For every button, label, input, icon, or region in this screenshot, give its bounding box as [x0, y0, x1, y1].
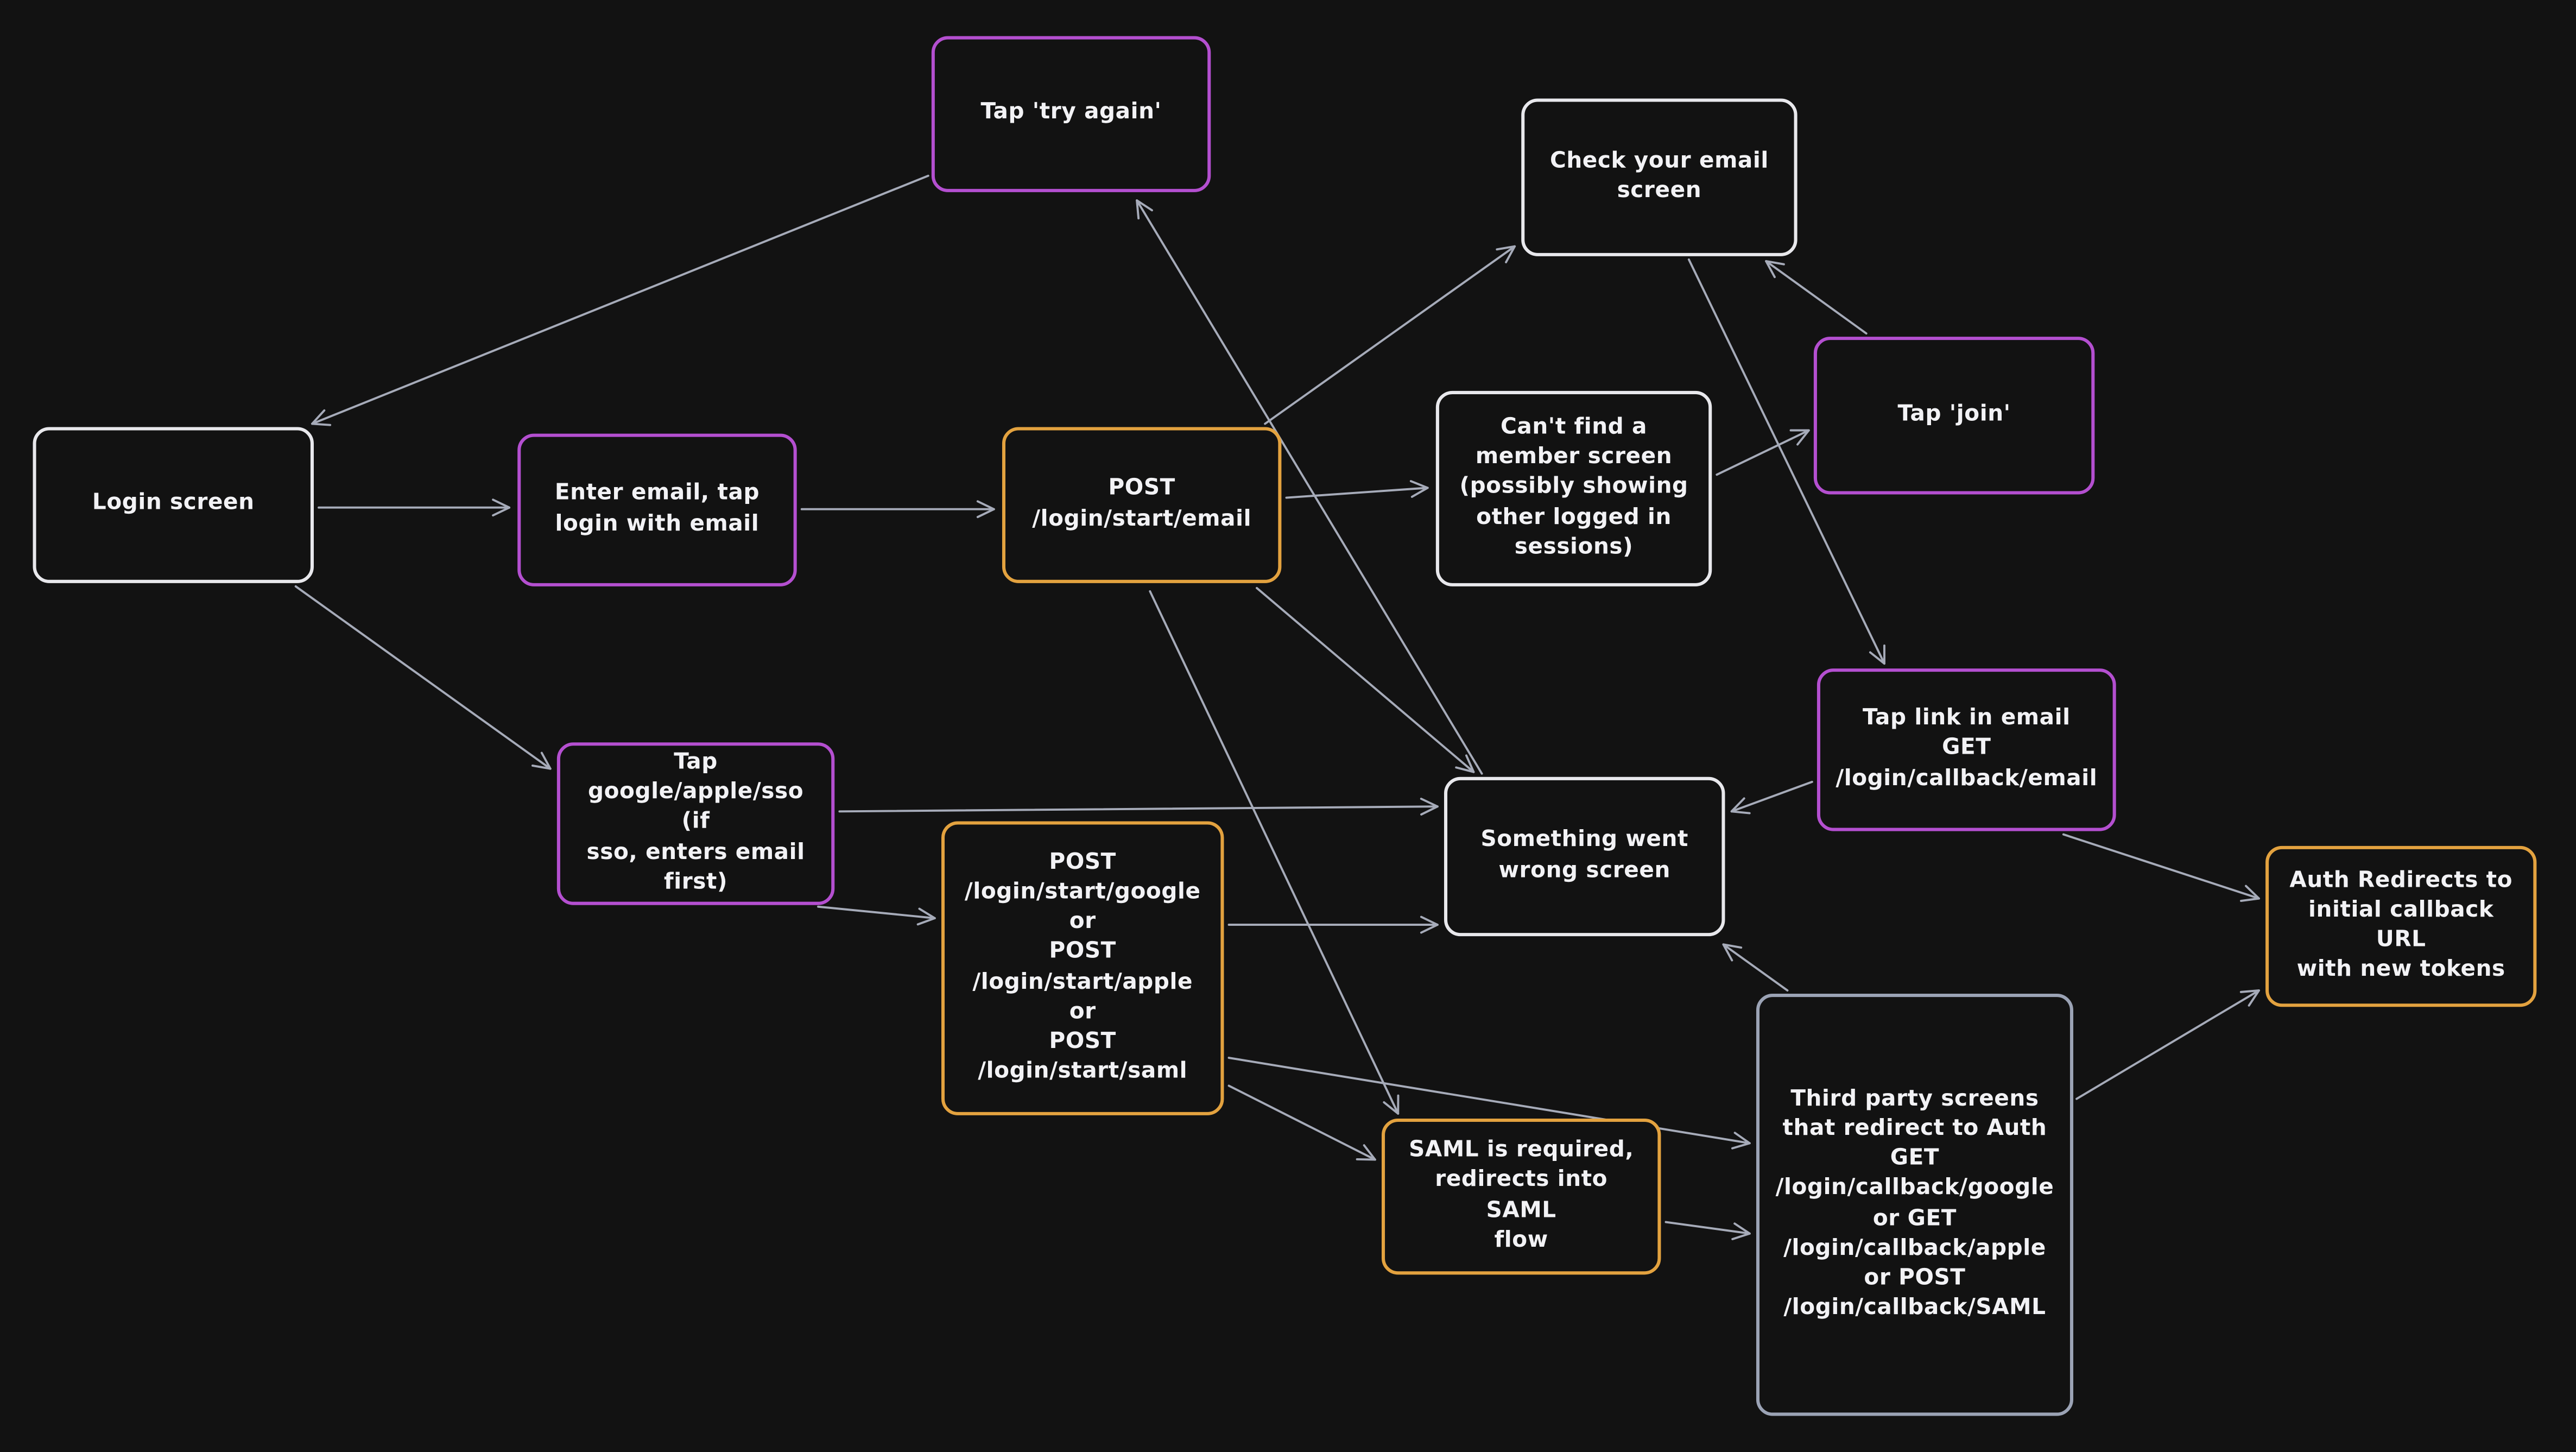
- arrowhead-icon: [1869, 644, 1885, 665]
- arrowhead-icon: [916, 907, 936, 926]
- arrowhead-icon: [1496, 245, 1516, 263]
- arrowhead-icon: [1420, 798, 1439, 816]
- node-enter-email[interactable]: Enter email, tap login with email: [517, 433, 797, 586]
- node-label: Tap 'join': [1897, 402, 2011, 427]
- arrowhead-icon: [2239, 989, 2260, 1007]
- arrowhead-icon: [492, 498, 511, 517]
- node-label: Tap google/apple/sso (if sso, enters ema…: [586, 750, 805, 895]
- edge-cant-find-tap-join: [1716, 429, 1810, 476]
- edge-saml-required-third-party: [1664, 1221, 1751, 1240]
- node-label: Third party screens that redirect to Aut…: [1775, 1087, 2054, 1321]
- arrowhead-icon: [1420, 916, 1439, 934]
- edge-something-wrong-try-again: [1136, 199, 1483, 775]
- node-post-email[interactable]: POST /login/start/email: [1002, 427, 1282, 583]
- node-check-email[interactable]: Check your email screen: [1521, 98, 1797, 256]
- node-label: Tap link in email GET /login/callback/em…: [1836, 706, 2098, 791]
- edge-post-google-saml-required: [1227, 1084, 1376, 1161]
- node-label: Something went wrong screen: [1480, 828, 1688, 883]
- node-saml-required[interactable]: SAML is required, redirects into SAML fl…: [1381, 1118, 1661, 1275]
- arrowhead-icon: [1136, 199, 1153, 220]
- node-tap-join[interactable]: Tap 'join': [1813, 337, 2095, 495]
- arrowhead-icon: [311, 409, 332, 426]
- edge-check-email-tap-link: [1687, 258, 1885, 665]
- edge-post-email-check-email: [1264, 245, 1516, 425]
- edge-enter-email-post-email: [800, 500, 995, 519]
- node-login[interactable]: Login screen: [33, 427, 314, 583]
- node-label: POST /login/start/google or POST /login/…: [964, 850, 1201, 1084]
- node-label: Tap 'try again': [980, 100, 1162, 126]
- arrowhead-icon: [2240, 885, 2260, 902]
- edge-tap-join-check-email: [1765, 260, 1868, 335]
- node-tap-sso[interactable]: Tap google/apple/sso (if sso, enters ema…: [556, 742, 835, 905]
- node-label: Check your email screen: [1549, 149, 1769, 204]
- arrowhead-icon: [1731, 1222, 1751, 1240]
- edge-login-enter-email: [318, 498, 511, 517]
- node-third-party[interactable]: Third party screens that redirect to Aut…: [1756, 994, 2074, 1416]
- edge-post-email-saml-required: [1149, 590, 1400, 1115]
- arrowhead-icon: [976, 500, 995, 519]
- node-something-wrong[interactable]: Something went wrong screen: [1444, 776, 1725, 937]
- edge-login-tap-sso: [294, 585, 552, 770]
- edge-post-email-something-wrong: [1256, 586, 1475, 773]
- arrowhead-icon: [1765, 260, 1785, 279]
- edge-post-google-something-wrong: [1227, 916, 1439, 934]
- node-auth-redirect[interactable]: Auth Redirects to initial callback URL w…: [2265, 845, 2537, 1007]
- edge-tap-sso-post-google: [817, 905, 936, 926]
- arrowhead-icon: [531, 752, 552, 770]
- arrowhead-icon: [1722, 943, 1743, 962]
- arrowhead-icon: [1731, 1132, 1751, 1150]
- edge-third-party-auth-redirect: [2075, 989, 2260, 1100]
- node-label: Can't find a member screen (possibly sho…: [1459, 415, 1688, 560]
- arrowhead-icon: [1356, 1144, 1376, 1161]
- edge-third-party-something-wrong: [1722, 943, 1789, 992]
- edge-tap-link-something-wrong: [1730, 780, 1813, 815]
- node-try-again[interactable]: Tap 'try again': [931, 36, 1211, 192]
- node-cant-find[interactable]: Can't find a member screen (possibly sho…: [1435, 390, 1712, 586]
- edge-tap-link-auth-redirect: [2062, 833, 2260, 902]
- node-label: SAML is required, redirects into SAML fl…: [1409, 1138, 1634, 1253]
- arrowhead-icon: [1383, 1094, 1400, 1115]
- edge-post-google-third-party: [1227, 1057, 1751, 1150]
- arrowhead-icon: [1455, 754, 1475, 773]
- edge-try-again-login: [311, 174, 929, 426]
- node-label: Auth Redirects to initial callback URL w…: [2289, 868, 2513, 983]
- edge-post-email-cant-find: [1285, 480, 1429, 499]
- edge-tap-sso-something-wrong: [838, 798, 1439, 816]
- node-post-google[interactable]: POST /login/start/google or POST /login/…: [941, 821, 1224, 1115]
- arrowhead-icon: [1730, 797, 1751, 815]
- arrowhead-icon: [1789, 429, 1810, 446]
- node-label: POST /login/start/email: [1032, 477, 1252, 532]
- node-label: Login screen: [92, 491, 255, 516]
- node-label: Enter email, tap login with email: [554, 482, 760, 536]
- arrowhead-icon: [1409, 480, 1429, 498]
- node-tap-link[interactable]: Tap link in email GET /login/callback/em…: [1817, 668, 2116, 831]
